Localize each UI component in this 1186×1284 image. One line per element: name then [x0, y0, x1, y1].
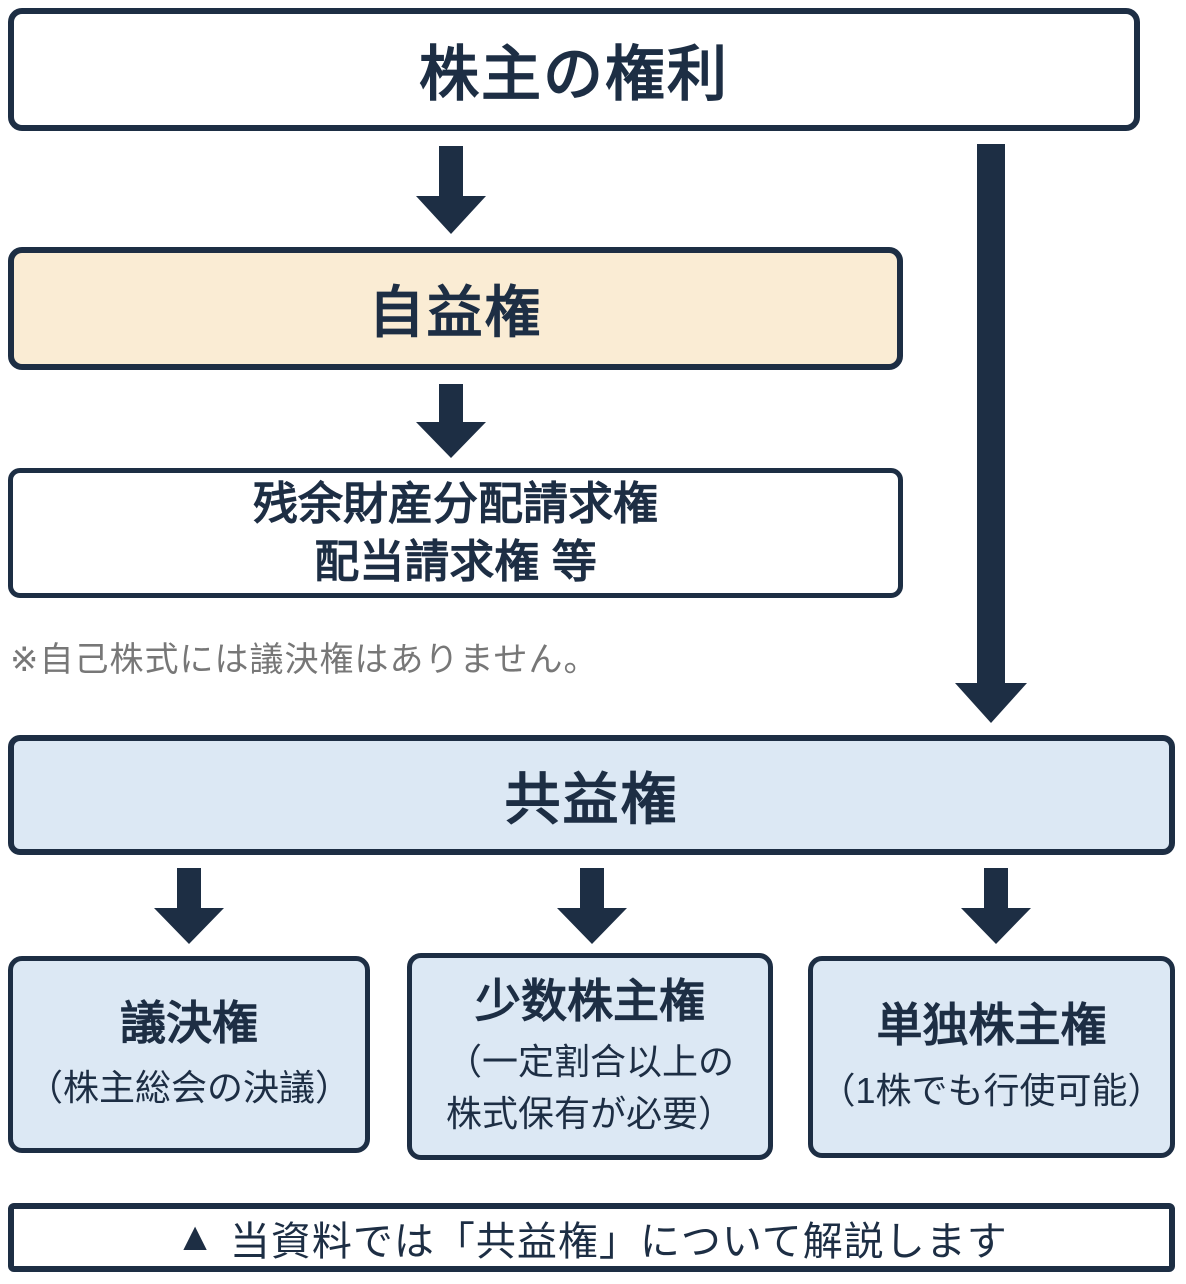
child-box-title: 少数株主権 — [475, 974, 705, 1027]
arrow-head — [955, 683, 1027, 723]
footer-label: 当資料では「共益権」について解説します — [229, 1219, 1008, 1264]
arrow-stem — [439, 146, 463, 196]
root-box-shareholder-rights: 株主の権利 — [8, 8, 1140, 131]
root-box-label: 株主の権利 — [419, 41, 729, 108]
treasury-stock-note: ※自己株式には議決権はありません。 — [10, 641, 599, 679]
down-arrow-icon — [557, 868, 627, 944]
arrow-stem — [580, 868, 604, 908]
down-arrow-icon — [416, 146, 486, 234]
child-box-voting-rights: 議決権 （株主総会の決議） — [8, 956, 370, 1153]
common-benefit-label: 共益権 — [504, 767, 679, 831]
arrow-stem — [984, 868, 1008, 908]
arrow-stem — [977, 144, 1005, 683]
footer-text: ▲ 当資料では「共益権」について解説します — [175, 1209, 1007, 1267]
child-box-subtitle: （株主総会の決議） — [26, 1067, 351, 1109]
arrow-head — [557, 908, 627, 944]
down-arrow-icon — [154, 868, 224, 944]
child-box-title: 単独株主権 — [876, 999, 1107, 1052]
child-box-subtitle-line-1: （一定割合以上の — [445, 1041, 734, 1083]
down-arrow-icon — [961, 868, 1031, 944]
arrow-head — [416, 422, 486, 458]
arrow-head — [416, 196, 486, 234]
self-benefit-box: 自益権 — [8, 247, 903, 370]
child-box-subtitle: （1株でも行使可能） — [819, 1069, 1164, 1111]
arrow-stem — [439, 384, 463, 422]
arrow-head — [961, 908, 1031, 944]
self-benefit-label: 自益権 — [368, 281, 543, 344]
details-line-2: 配当請求権 等 — [314, 536, 597, 587]
child-box-subtitle-line-2: 株式保有が必要） — [445, 1093, 734, 1135]
long-down-arrow-icon — [955, 144, 1027, 723]
child-box-single-shareholder-rights: 単独株主権 （1株でも行使可能） — [808, 956, 1175, 1158]
details-line-1: 残余財産分配請求権 — [252, 477, 658, 529]
down-arrow-icon — [416, 384, 486, 458]
common-benefit-box: 共益権 — [8, 735, 1175, 855]
footer-banner: ▲ 当資料では「共益権」について解説します — [8, 1203, 1175, 1272]
arrow-head — [154, 908, 224, 944]
triangle-icon: ▲ — [175, 1215, 216, 1259]
arrow-stem — [177, 868, 201, 908]
child-box-title: 議決権 — [120, 996, 258, 1049]
self-benefit-details-box: 残余財産分配請求権 配当請求権 等 — [8, 468, 903, 598]
child-box-minority-shareholder-rights: 少数株主権 （一定割合以上の 株式保有が必要） — [407, 953, 773, 1160]
